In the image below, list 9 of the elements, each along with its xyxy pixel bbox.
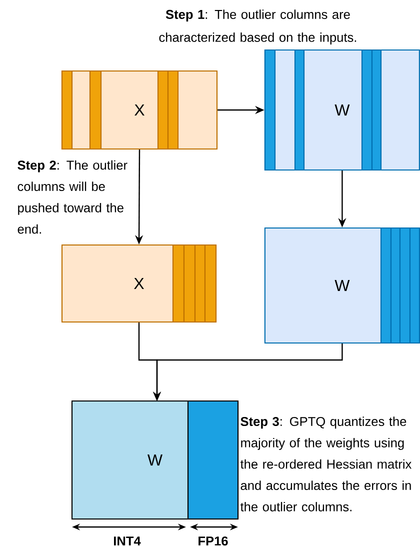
input-matrix: X	[61, 244, 217, 323]
dimension-label: INT4	[114, 536, 141, 546]
step-note: Step 1: The outlier columns are characterized based on the inputs.	[159, 10, 356, 44]
dimension-label: FP16	[198, 536, 228, 546]
weight-matrix: W	[71, 400, 239, 520]
weight-matrix: W	[264, 49, 420, 171]
input-matrix: X	[61, 70, 218, 150]
step-note: Step 2: The outlier columns will be pushed toward the end.	[18, 160, 128, 234]
weight-matrix: W	[264, 227, 420, 344]
